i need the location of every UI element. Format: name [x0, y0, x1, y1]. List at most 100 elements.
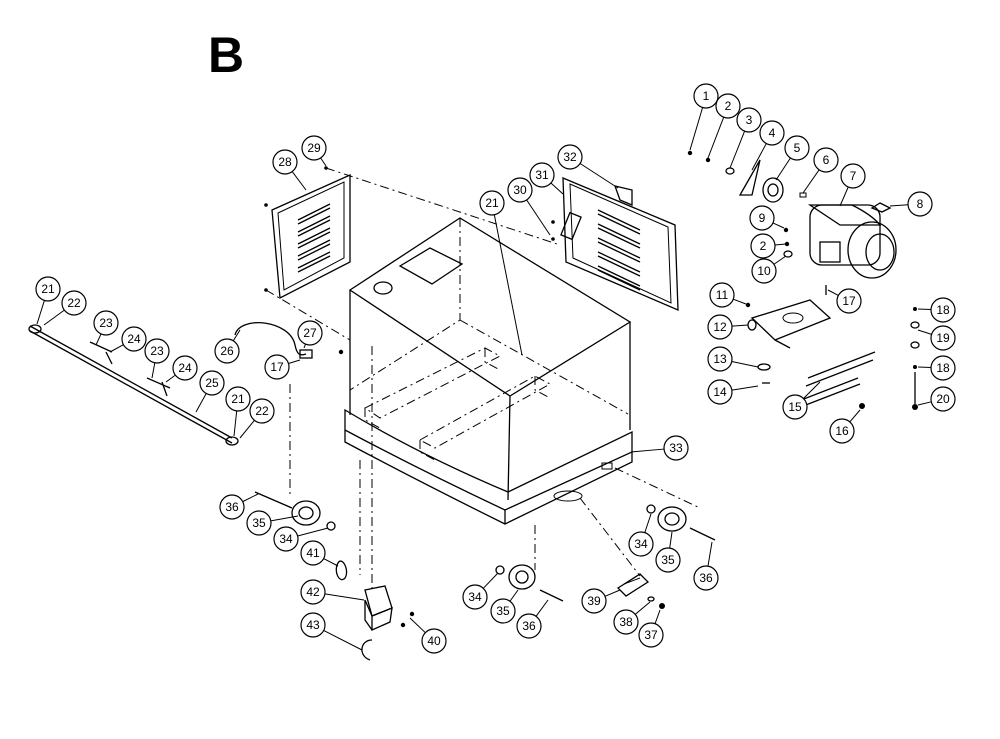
part-callout-13: 13 [707, 346, 733, 372]
leader-line [288, 359, 301, 364]
part-callout-18: 18 [930, 355, 956, 381]
callout-circle [199, 370, 225, 396]
callout-number: 43 [306, 618, 320, 632]
part-callout-6: 6 [813, 147, 839, 173]
callout-number: 34 [279, 532, 293, 546]
callout-number: 39 [587, 594, 601, 608]
callout-number: 21 [41, 282, 55, 296]
callout-number: 27 [303, 326, 317, 340]
part-callout-28: 28 [272, 149, 298, 175]
leader-line [323, 558, 339, 567]
callout-circle [782, 394, 808, 420]
part-callout-22: 22 [249, 398, 275, 424]
foot-pedal [579, 497, 665, 609]
leader-line [604, 589, 621, 597]
callout-circle [813, 147, 839, 173]
callout-circle [930, 355, 956, 381]
callout-circle [121, 326, 147, 352]
leader-line [291, 171, 307, 191]
part-callout-17: 17 [264, 354, 290, 380]
motor-mount [745, 299, 920, 410]
part-callout-21: 21 [225, 386, 251, 412]
callout-number: 33 [669, 441, 683, 455]
leader-line [774, 243, 787, 246]
callout-circle [557, 144, 583, 170]
callout-number: 24 [178, 361, 192, 375]
leader-line [239, 419, 255, 439]
cabinet-body [344, 217, 633, 525]
leader-line [839, 186, 849, 207]
callout-number: 23 [150, 344, 164, 358]
part-callout-11: 11 [709, 282, 735, 308]
callout-circle [736, 107, 762, 133]
part-callout-21: 21 [35, 276, 61, 302]
leader-line [669, 531, 673, 549]
callout-number: 32 [563, 150, 577, 164]
callout-circle [297, 320, 323, 346]
part-callout-33: 33 [663, 435, 689, 461]
callout-circle [300, 540, 326, 566]
leader-line [95, 333, 102, 346]
callout-number: 37 [644, 628, 658, 642]
callout-number: 36 [699, 571, 713, 585]
callout-number: 11 [716, 288, 729, 302]
callout-circle [61, 290, 87, 316]
part-callout-16: 16 [829, 418, 855, 444]
callout-circle [907, 191, 933, 217]
leader-line [526, 199, 551, 236]
leader-line [232, 329, 241, 342]
leader-line [707, 117, 725, 159]
part-callout-24: 24 [121, 326, 147, 352]
leader-line [324, 593, 365, 601]
callout-number: 6 [823, 153, 830, 167]
leader-line [323, 630, 363, 651]
leader-line [707, 541, 713, 567]
callout-number: 26 [220, 344, 234, 358]
callout-circle [829, 418, 855, 444]
callout-number: 4 [769, 126, 776, 140]
callout-circle [750, 233, 776, 259]
callout-number: 20 [936, 392, 950, 406]
part-callout-20: 20 [930, 386, 956, 412]
leader-line [634, 601, 651, 615]
side-rod-assembly [28, 324, 239, 446]
part-callout-32: 32 [557, 144, 583, 170]
callout-circle [301, 135, 327, 161]
callout-circle [246, 510, 272, 536]
leader-line [409, 617, 426, 634]
part-callout-36: 36 [516, 613, 542, 639]
leader-line [917, 329, 932, 335]
part-callout-25: 25 [199, 370, 225, 396]
switch-cord [234, 322, 344, 359]
callout-number: 35 [661, 553, 675, 567]
part-callout-2: 2 [750, 233, 776, 259]
callout-circle [172, 355, 198, 381]
part-callout-23: 23 [93, 310, 119, 336]
callout-number: 1 [703, 89, 710, 103]
callout-circle [663, 435, 689, 461]
part-callout-21: 21 [479, 190, 505, 216]
part-callout-22: 22 [61, 290, 87, 316]
part-callout-42: 42 [300, 579, 326, 605]
callout-number: 35 [496, 604, 510, 618]
callout-number: 34 [634, 537, 648, 551]
callout-number: 23 [99, 316, 113, 330]
leader-line [775, 157, 791, 181]
callout-circle [707, 346, 733, 372]
caster-front [495, 525, 564, 602]
leader-line [731, 360, 759, 368]
leader-line [233, 410, 238, 437]
callout-circle [214, 338, 240, 364]
leader-line [550, 182, 564, 195]
leader-line [803, 381, 821, 399]
leader-line [644, 513, 652, 533]
part-callout-3: 3 [736, 107, 762, 133]
callout-circle [930, 325, 956, 351]
part-callout-8: 8 [907, 191, 933, 217]
part-callout-9: 9 [749, 205, 775, 231]
callout-circle [707, 379, 733, 405]
callout-circle [462, 584, 488, 610]
leader-line [109, 344, 124, 353]
part-callout-27: 27 [297, 320, 323, 346]
part-callout-24: 24 [172, 355, 198, 381]
